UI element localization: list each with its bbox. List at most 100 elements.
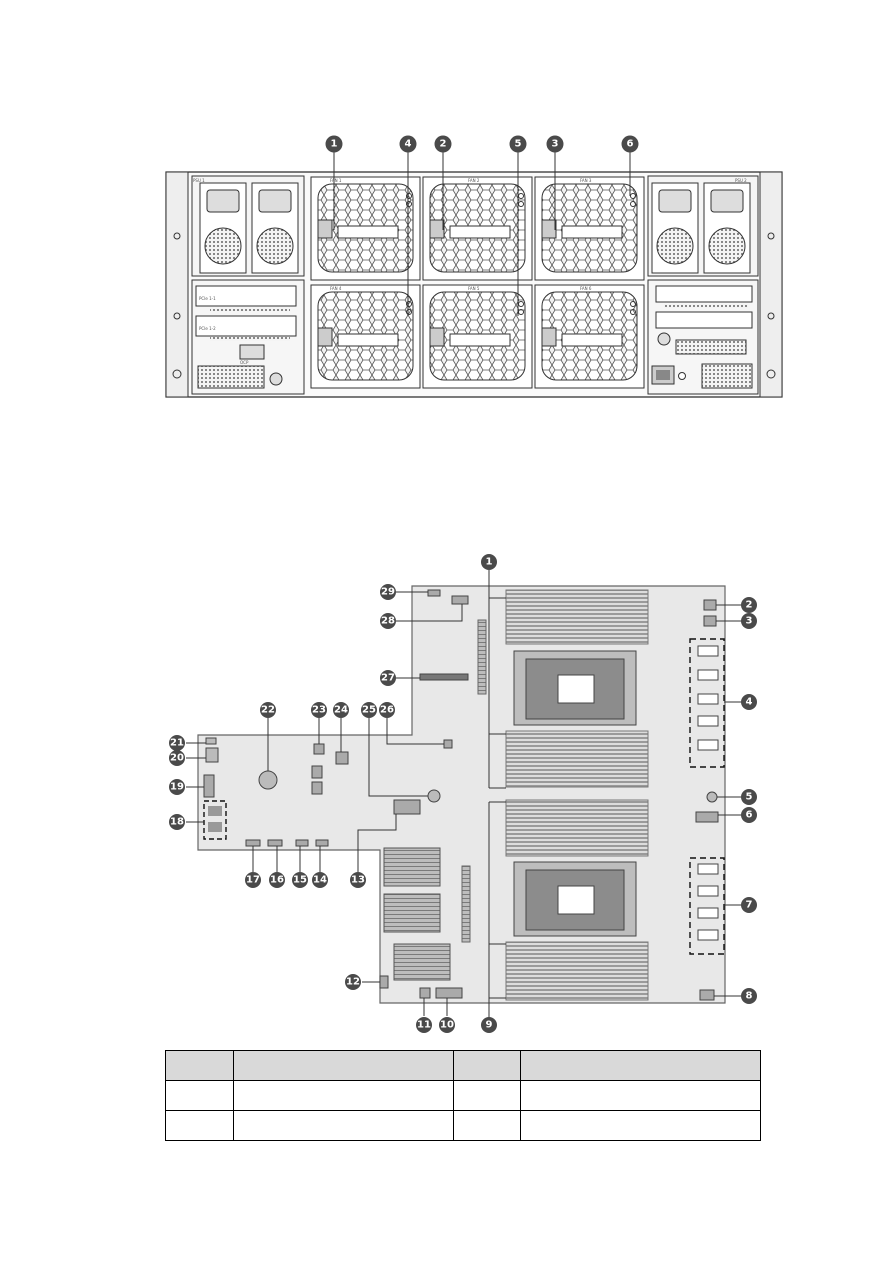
svg-text:15: 15	[293, 875, 307, 886]
dimm-bank-top-a	[505, 589, 649, 645]
board-callout-29: 29	[380, 584, 396, 600]
legend-header-cell	[452, 1050, 522, 1081]
rear-callout-2: 2	[434, 135, 452, 153]
port-group-4	[689, 638, 725, 768]
heatsink-1	[383, 847, 441, 887]
dimm-bank-bottom-b	[505, 941, 649, 1001]
board-leader-lines	[186, 570, 742, 1018]
svg-text:6: 6	[627, 139, 634, 150]
pcie-slot-1-2[interactable]	[195, 315, 297, 337]
board-callout-22: 22	[260, 702, 276, 718]
svg-text:7: 7	[746, 900, 753, 911]
svg-text:21: 21	[170, 738, 184, 749]
psu-right-group: PSU 2	[647, 175, 759, 277]
ocp-label: OCP	[240, 360, 249, 365]
svg-text:2: 2	[746, 600, 753, 611]
fan-label-1: FAN 1	[330, 178, 342, 183]
cmos-battery	[258, 770, 278, 790]
board-callout-25: 25	[361, 702, 377, 718]
svg-text:13: 13	[351, 875, 365, 886]
table-row	[165, 1110, 761, 1141]
table-cell	[452, 1080, 522, 1111]
uid-button[interactable]	[678, 372, 686, 380]
pcie-slot-1-1[interactable]	[195, 285, 297, 307]
thumbscrew-right[interactable]	[657, 332, 671, 346]
vent-left	[197, 365, 265, 389]
pcie-1-2-label: PCIe 1-2	[199, 326, 216, 331]
dimm-bank-top-b	[505, 730, 649, 788]
svg-text:2: 2	[440, 139, 447, 150]
io-right-group	[647, 279, 759, 395]
svg-text:5: 5	[515, 139, 522, 150]
board-callout-6: 6	[741, 807, 757, 823]
svg-text:29: 29	[381, 587, 395, 598]
svg-text:19: 19	[170, 782, 184, 793]
board-callout-3: 3	[741, 613, 757, 629]
table-cell	[452, 1110, 522, 1141]
svg-text:23: 23	[312, 705, 326, 716]
io-left-group: PCIe 1-1 PCIe 1-2 OCP	[191, 279, 305, 395]
port-group-7	[689, 857, 725, 955]
svg-text:25: 25	[362, 705, 376, 716]
psu-right-label: PSU 2	[735, 178, 747, 183]
legend-header-row	[165, 1050, 761, 1081]
svg-text:27: 27	[381, 673, 395, 684]
rear-callout-5: 5	[509, 135, 527, 153]
board-callout-11: 11	[416, 1017, 432, 1033]
ocp-port[interactable]	[239, 344, 265, 360]
table-cell	[165, 1110, 234, 1141]
legend-table	[165, 1050, 761, 1141]
svg-text:20: 20	[170, 753, 184, 764]
thumbscrew-left[interactable]	[269, 372, 283, 386]
pcie-slot-right-2[interactable]	[655, 311, 753, 329]
fan-label-4: FAN 4	[330, 286, 342, 291]
board-callout-12: 12	[345, 974, 361, 990]
svg-text:5: 5	[746, 792, 753, 803]
port-group-18	[203, 800, 227, 840]
svg-text:1: 1	[486, 557, 493, 568]
board-callout-20: 20	[169, 750, 185, 766]
board-callout-27: 27	[380, 670, 396, 686]
right-ear	[759, 171, 783, 398]
svg-text:3: 3	[552, 139, 559, 150]
board-callout-2: 2	[741, 597, 757, 613]
dimm-bank-bottom-a	[505, 799, 649, 857]
svg-text:22: 22	[261, 705, 275, 716]
rear-callout-6: 6	[621, 135, 639, 153]
board-callout-28: 28	[380, 613, 396, 629]
table-cell	[520, 1110, 761, 1141]
fan-modules: FAN 1 FAN 2 FAN 3 FAN 4 FAN 5 FAN 6	[310, 176, 645, 389]
rear-callout-4: 4	[399, 135, 417, 153]
fan-label-2: FAN 2	[468, 178, 480, 183]
board-callout-8: 8	[741, 988, 757, 1004]
board-callouts: 1 2 3 4 5 6 7 8 9 10 11 12 13 14 15 16 1…	[169, 554, 757, 1033]
board-callout-16: 16	[269, 872, 285, 888]
board-callout-26: 26	[379, 702, 395, 718]
psu-left-label: PSU 1	[193, 178, 205, 183]
cpu-socket-1	[513, 650, 637, 726]
rear-callout-3: 3	[546, 135, 564, 153]
board-callout-1: 1	[481, 554, 497, 570]
pcie-1-1-label: PCIe 1-1	[199, 296, 216, 301]
svg-text:9: 9	[486, 1020, 493, 1031]
table-cell	[165, 1080, 234, 1111]
motherboard: 1 2 3 4 5 6 7 8 9 10 11 12 13 14 15 16 1…	[169, 554, 757, 1033]
svg-text:10: 10	[440, 1020, 454, 1031]
legend-header-cell	[232, 1050, 454, 1081]
board-callout-15: 15	[292, 872, 308, 888]
svg-text:3: 3	[746, 616, 753, 627]
fan-label-5: FAN 5	[468, 286, 480, 291]
svg-text:11: 11	[417, 1020, 431, 1031]
table-cell	[520, 1080, 761, 1111]
board-callout-5: 5	[741, 789, 757, 805]
pcie-slot-right-1[interactable]	[655, 285, 753, 303]
svg-text:26: 26	[380, 705, 394, 716]
table-cell	[232, 1110, 454, 1141]
rear-callout-1: 1	[325, 135, 343, 153]
board-callout-24: 24	[333, 702, 349, 718]
board-callout-7: 7	[741, 897, 757, 913]
left-ear	[165, 171, 189, 398]
heatsink-3	[393, 943, 451, 981]
board-callout-19: 19	[169, 779, 185, 795]
